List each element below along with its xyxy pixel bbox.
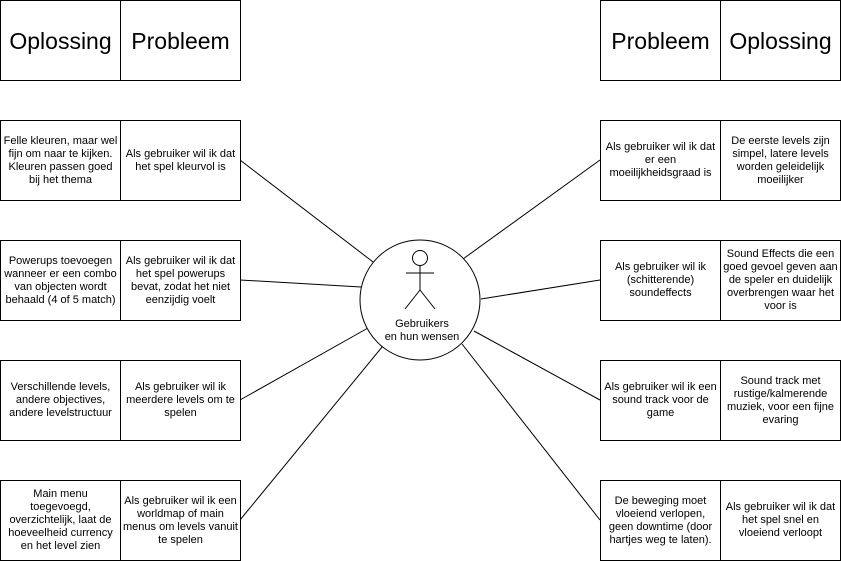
connector-line <box>239 340 388 521</box>
connector-line <box>239 279 362 288</box>
left-problem-cell: Als gebruiker wil ik dat het spel poweru… <box>120 240 241 321</box>
left-problem-cell: Als gebruiker wil ik meerdere levels om … <box>120 360 241 441</box>
right-solution-header: Oplossing <box>720 0 841 81</box>
center-label-text: Gebruikers en hun wensen <box>384 318 460 343</box>
right-solution-cell: Sound track met rustige/kalmerende muzie… <box>720 360 841 441</box>
connector-line <box>462 159 601 260</box>
left-solution-cell: Verschillende levels, andere objectives,… <box>0 360 121 441</box>
right-solution-cell: Als gebruiker wil ik dat het spel snel e… <box>720 480 841 561</box>
right-problem-header: Probleem <box>600 0 721 81</box>
right-problem-cell: De beweging moet vloeiend verlopen, geen… <box>600 480 721 561</box>
left-solution-cell: Powerups toevoegen wanneer er een combo … <box>0 240 121 321</box>
left-problem-cell: Als gebruiker wil ik een worldmap of mai… <box>120 480 241 561</box>
right-problem-cell: Als gebruiker wil ik (schitterende) soun… <box>600 240 721 321</box>
connector-line <box>480 279 601 300</box>
left-solution-cell: Felle kleuren, maar wel fijn om naar te … <box>0 120 121 201</box>
right-solution-cell: Sound Effects die een goed gevoel geven … <box>720 240 841 321</box>
connector-line <box>461 343 601 521</box>
center-label: Gebruikers en hun wensen <box>372 318 472 344</box>
left-solution-cell: Main menu toegevoegd, overzichtelijk, la… <box>0 480 121 561</box>
left-problem-header: Probleem <box>120 0 241 81</box>
right-problem-cell: Als gebruiker wil ik een sound track voo… <box>600 360 721 441</box>
connector-line <box>239 327 369 401</box>
left-problem-cell: Als gebruiker wil ik dat het spel kleurv… <box>120 120 241 201</box>
left-solution-header: Oplossing <box>0 0 121 81</box>
connector-line <box>473 330 601 401</box>
center-circle <box>359 239 481 361</box>
stick-figure-icon <box>404 250 436 310</box>
right-solution-cell: De eerste levels zijn simpel, latere lev… <box>720 120 841 201</box>
connector-line <box>239 159 378 266</box>
right-problem-cell: Als gebruiker wil ik dat er een moeilijk… <box>600 120 721 201</box>
